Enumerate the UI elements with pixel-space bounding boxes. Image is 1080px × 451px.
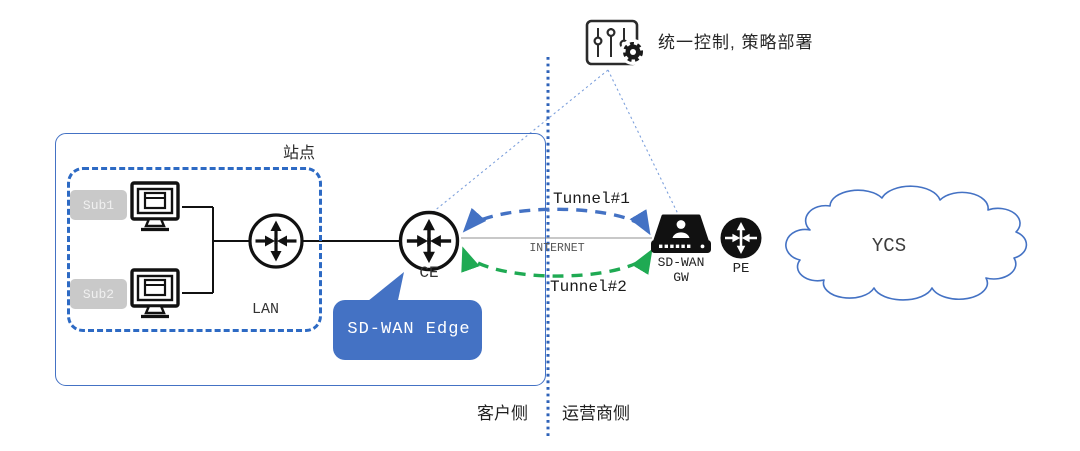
- operator-side-label: 运营商侧: [562, 404, 630, 423]
- site-label: 站点: [283, 145, 316, 162]
- gateway-appliance-icon: [651, 214, 711, 253]
- edge-callout-label: SD-WAN Edge: [347, 320, 471, 339]
- lan-box: [67, 167, 322, 332]
- lan-label: LAN: [252, 301, 280, 318]
- tunnel2-label: Tunnel#2: [550, 278, 627, 296]
- ce-router-icon: [398, 210, 460, 272]
- pe-router-icon: [720, 217, 762, 259]
- control-sliders-gear-icon: [585, 19, 646, 66]
- controller-label: 统一控制, 策略部署: [658, 33, 814, 52]
- ce-label: CE: [419, 264, 439, 282]
- lan-router-icon: [248, 213, 304, 269]
- controller-link-to-gw: [607, 69, 679, 215]
- tunnel1-label: Tunnel#1: [553, 190, 630, 208]
- tunnel2-arc: [461, 246, 653, 278]
- site-box: [55, 133, 546, 386]
- gateway-label-line2: GW: [673, 270, 689, 285]
- gateway-label-line1: SD-WAN: [657, 255, 705, 270]
- gateway-label: SD-WAN GW: [658, 255, 705, 285]
- tunnel1-arc: [462, 207, 651, 236]
- subnet-sub1: Sub1: [70, 190, 127, 220]
- controller-link-to-ce: [432, 69, 609, 213]
- edge-callout-bubble: [333, 272, 482, 360]
- ycs-cloud-label: YCS: [871, 235, 907, 257]
- customer-side-label: 客户侧: [477, 404, 528, 423]
- subnet-sub2: Sub2: [70, 279, 127, 309]
- pe-label: PE: [732, 261, 750, 277]
- internet-label: INTERNET: [529, 242, 585, 255]
- ycs-cloud-shape: [785, 185, 1028, 301]
